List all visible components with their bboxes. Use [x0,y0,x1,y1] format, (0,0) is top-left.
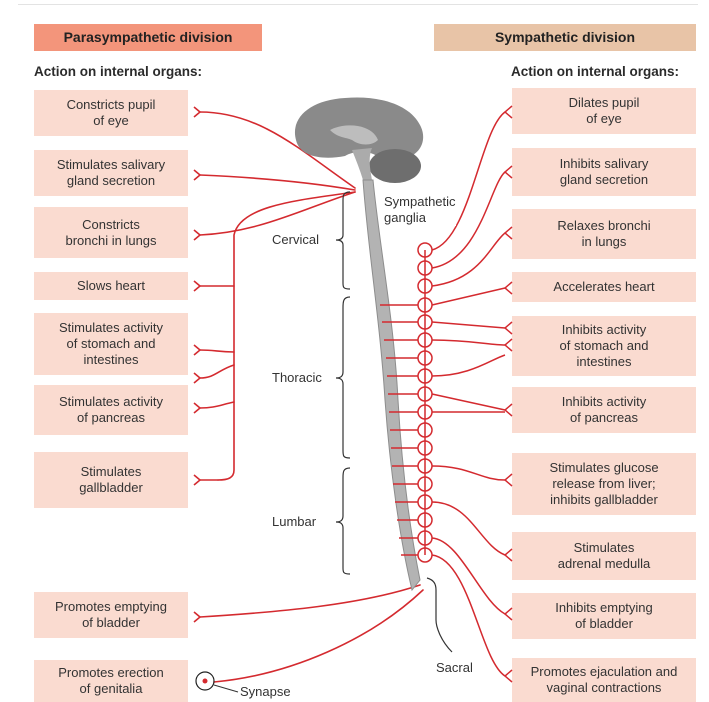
parasympathetic-arrowheads [194,107,200,622]
sacral-label: Sacral [436,660,473,676]
cervical-label: Cervical [272,232,319,248]
sympathetic-ganglia-label: Sympathetic ganglia [384,194,456,226]
lumbar-label: Lumbar [272,514,316,530]
synapse-label: Synapse [240,684,291,700]
spinal-cord [363,180,420,590]
sympathetic-nerves [380,106,512,682]
thoracic-label: Thoracic [272,370,322,386]
brain-icon [295,97,423,183]
